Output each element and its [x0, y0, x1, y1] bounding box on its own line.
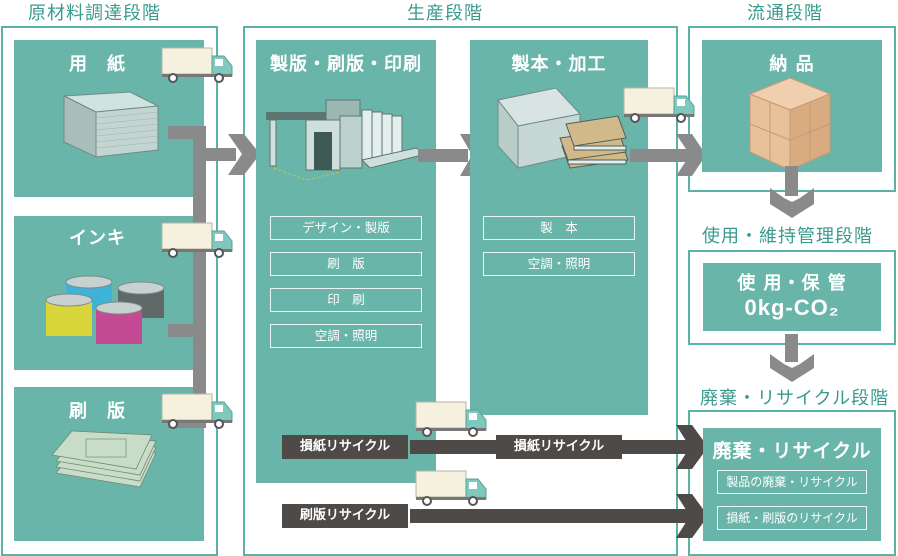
- plate-recycle-label: 刷版リサイクル: [282, 504, 408, 528]
- waste-paper-recycle-label: 損紙リサイクル: [282, 435, 408, 459]
- disposal-item-product: 製品の廃棄・リサイクル: [717, 470, 867, 494]
- waste-paper-recycle-arrowhead: [676, 425, 708, 469]
- arrow-use-to-disposal: [770, 334, 814, 382]
- printing-item-hvac-lighting: 空調・照明: [270, 324, 422, 348]
- raw-material-label-plate: 刷 版: [69, 401, 126, 422]
- cardboard-boxes-icon: [748, 77, 832, 171]
- truck-icon: [161, 47, 233, 83]
- disposal-item-waste-paper-plate: 損紙・刷版のリサイクル: [717, 506, 867, 530]
- stage-title-distribution: 流通段階: [747, 3, 823, 24]
- waste-paper-recycle-label-2: 損紙リサイクル: [496, 435, 622, 459]
- arrow-distribution-to-use: [770, 166, 814, 218]
- binding-item-bookbinding: 製 本: [483, 216, 635, 240]
- printing-item-plate: 刷 版: [270, 252, 422, 276]
- plate-recycle-arrowhead: [676, 494, 708, 538]
- raw-materials-connector-ink: [168, 324, 206, 337]
- truck-icon: [415, 470, 487, 506]
- paper-stack-icon: [62, 91, 160, 158]
- delivery-panel-title: 納 品: [769, 54, 815, 75]
- disposal-panel: 廃棄・リサイクル 製品の廃棄・リサイクル 損紙・刷版のリサイクル: [703, 428, 881, 541]
- stage-title-production: 生産段階: [407, 3, 483, 24]
- production-panel-printing: 製版・刷版・印刷 デザイン・製版 刷 版 印 刷 空調・照明: [256, 40, 436, 483]
- raw-materials-connector-vertical: [193, 126, 206, 428]
- raw-materials-connector-paper: [168, 126, 206, 139]
- raw-material-label-ink: インキ: [69, 228, 126, 249]
- printing-panel-title: 製版・刷版・印刷: [270, 54, 422, 75]
- raw-material-panel-ink: インキ: [14, 216, 204, 370]
- binding-panel-title: 製本・加工: [511, 54, 607, 75]
- stage-title-use: 使用・維持管理段階: [702, 226, 873, 247]
- use-emission-value: 0kg-CO₂: [744, 295, 840, 320]
- disposal-panel-title: 廃棄・リサイクル: [712, 440, 872, 462]
- production-panel-binding: 製本・加工 製 本 空調・照明: [470, 40, 648, 415]
- stage-title-disposal: 廃棄・リサイクル段階: [700, 388, 890, 409]
- use-panel: 使 用・保 管 0kg-CO₂: [703, 263, 881, 331]
- truck-icon: [623, 87, 695, 123]
- truck-icon: [161, 222, 233, 258]
- truck-icon: [161, 393, 233, 429]
- arrow-binding-to-distribution: [630, 134, 706, 176]
- stage-title-raw-materials: 原材料調達段階: [28, 3, 161, 24]
- binding-item-hvac-lighting: 空調・照明: [483, 252, 635, 276]
- printing-item-design-plate-making: デザイン・製版: [270, 216, 422, 240]
- printing-plates-icon: [51, 430, 157, 488]
- ink-cans-icon: [45, 275, 165, 344]
- arrow-raw-to-production: [200, 134, 260, 175]
- distribution-panel: 納 品: [702, 40, 882, 172]
- truck-icon: [415, 401, 487, 437]
- use-panel-title: 使 用・保 管: [737, 273, 847, 294]
- printing-press-icon: [266, 99, 428, 181]
- printing-item-printing: 印 刷: [270, 288, 422, 312]
- bound-books-icon: [497, 87, 629, 170]
- raw-material-label-paper: 用 紙: [69, 54, 126, 75]
- plate-recycle-line: [410, 509, 690, 523]
